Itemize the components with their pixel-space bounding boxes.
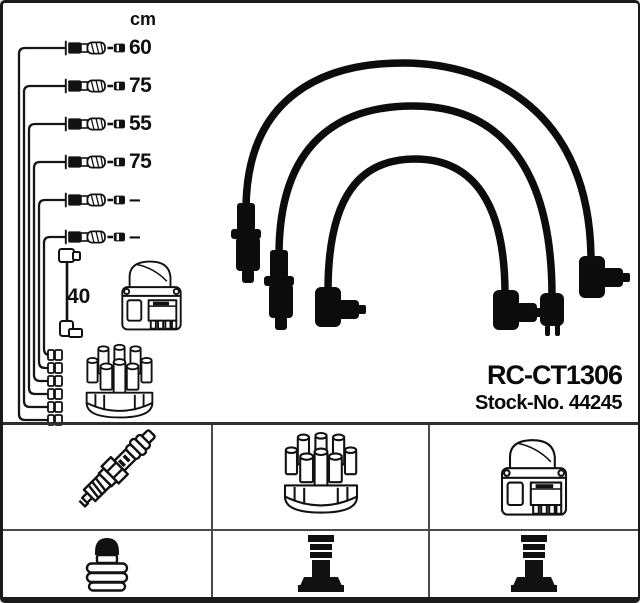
- legend-cell-distributor-cap: [213, 425, 430, 531]
- legend-cell-terminal-stud-2: [430, 531, 638, 597]
- ignition-coil-drawing: [121, 260, 182, 331]
- cable-length-1: 60: [129, 36, 152, 59]
- cable-boots: [231, 203, 630, 336]
- stock-number: Stock-No. 44245: [474, 392, 623, 414]
- plug-end-connectors: [64, 40, 126, 245]
- terminal-stud-icon: [297, 535, 344, 592]
- coil-wire: [58, 248, 83, 338]
- elbow-boot-1: [315, 287, 366, 327]
- distributor-cap-icon: [283, 431, 358, 514]
- ignition-coil-icon: [500, 439, 568, 516]
- coil-wire-length: 40: [67, 285, 91, 308]
- cable-length-5: –: [129, 188, 141, 211]
- elbow-boot-2: [493, 290, 544, 330]
- part-identification: RC-CT1306 Stock-No. 44245: [474, 360, 623, 416]
- legend-cell-ignition-coil: [430, 425, 638, 531]
- straight-boot-2: [264, 250, 294, 330]
- spark-plug-icon: [72, 428, 162, 513]
- distributor-stub-connectors: [47, 349, 63, 426]
- cable-arcs: [242, 59, 595, 300]
- part-number: RC-CT1306: [486, 360, 623, 390]
- straight-boot-3: [540, 293, 564, 336]
- cable-length-2: 75: [129, 74, 152, 97]
- elbow-boot-3: [579, 256, 630, 298]
- cable-length-3: 55: [129, 112, 152, 135]
- length-unit-label: cm: [130, 9, 157, 29]
- legend-cell-terminal-stud-1: [213, 531, 430, 597]
- distributor-cap-drawing: [85, 343, 154, 419]
- terminal-nut-icon: [85, 536, 129, 592]
- cable-length-6: –: [129, 225, 141, 248]
- straight-boot-1: [231, 203, 261, 283]
- component-legend: [3, 422, 638, 597]
- ignition-cables-photo: [231, 59, 630, 336]
- terminal-stud-icon: [511, 535, 557, 592]
- cable-length-schematic: [17, 40, 182, 426]
- harness-wires: [17, 46, 66, 422]
- cable-length-4: 75: [129, 150, 152, 173]
- legend-cell-spark-plug: [3, 425, 213, 531]
- legend-cell-terminal-nut: [3, 531, 213, 597]
